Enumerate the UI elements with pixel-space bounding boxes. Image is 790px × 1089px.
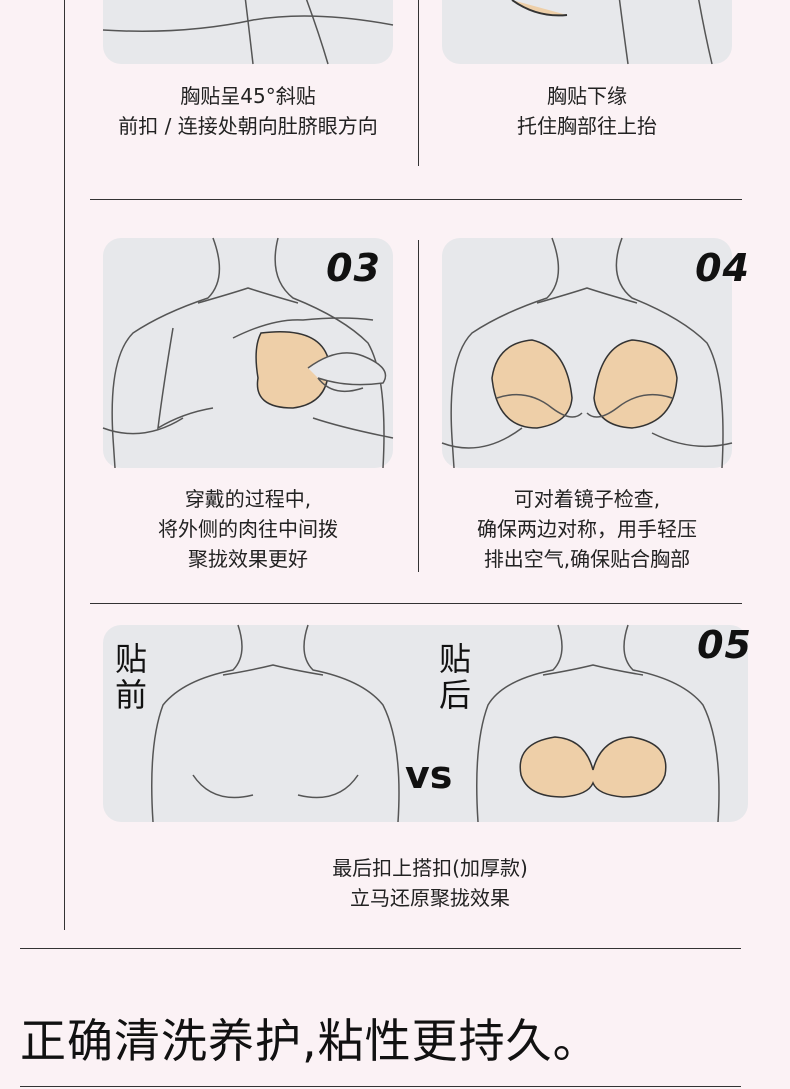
step-03-illustration: 03	[102, 237, 394, 469]
center-divider-top	[418, 0, 419, 166]
step-04-caption: 可对着镜子检查, 确保两边对称，用手轻压 排出空气,确保贴合胸部	[420, 484, 754, 574]
step-number: 05	[697, 623, 752, 667]
row-divider-2	[90, 603, 742, 604]
caption-line: 前扣 / 连接处朝向肚脐眼方向	[118, 114, 378, 138]
left-divider	[64, 0, 65, 930]
section-divider	[20, 948, 741, 949]
label-char: 后	[438, 676, 471, 714]
step-02-illustration	[442, 0, 732, 65]
bottom-divider	[20, 1086, 741, 1087]
caption-line: 立马还原聚拢效果	[350, 886, 510, 910]
caption-line: 可对着镜子检查,	[513, 487, 661, 511]
caption-line: 排出空气,确保贴合胸部	[483, 547, 691, 571]
label-char: 贴	[114, 640, 147, 678]
center-divider-mid	[418, 240, 419, 572]
caption-line: 最后扣上搭扣(加厚款)	[332, 856, 528, 880]
vs-label: vs	[405, 753, 453, 797]
caption-line: 托住胸部往上抬	[517, 114, 657, 138]
caption-line: 胸贴呈45°斜贴	[180, 84, 316, 108]
step-number: 03	[326, 246, 381, 290]
caption-line: 确保两边对称，用手轻压	[477, 517, 697, 541]
after-label: 贴 后	[437, 641, 473, 713]
label-char: 贴	[438, 640, 471, 678]
step-05-caption: 最后扣上搭扣(加厚款) 立马还原聚拢效果	[250, 853, 610, 913]
caption-line: 将外侧的肉往中间拨	[158, 517, 338, 541]
care-heading: 正确清洗养护,粘性更持久。	[20, 1014, 600, 1068]
caption-line: 胸贴下缘	[547, 84, 627, 108]
caption-line: 聚拢效果更好	[188, 547, 308, 571]
step-05-illustration: 贴 前 贴 后 vs 05	[103, 623, 751, 823]
before-label: 贴 前	[113, 641, 149, 713]
step-02-caption: 胸贴下缘 托住胸部往上抬	[420, 81, 754, 141]
step-04-illustration: 04	[441, 237, 749, 469]
step-01-illustration	[102, 0, 394, 65]
label-char: 前	[114, 676, 147, 714]
row-divider-1	[90, 199, 742, 200]
step-number: 04	[695, 246, 750, 290]
step-01-caption: 胸贴呈45°斜贴 前扣 / 连接处朝向肚脐眼方向	[80, 81, 416, 141]
step-03-caption: 穿戴的过程中, 将外侧的肉往中间拨 聚拢效果更好	[80, 484, 416, 574]
caption-line: 穿戴的过程中,	[184, 487, 312, 511]
